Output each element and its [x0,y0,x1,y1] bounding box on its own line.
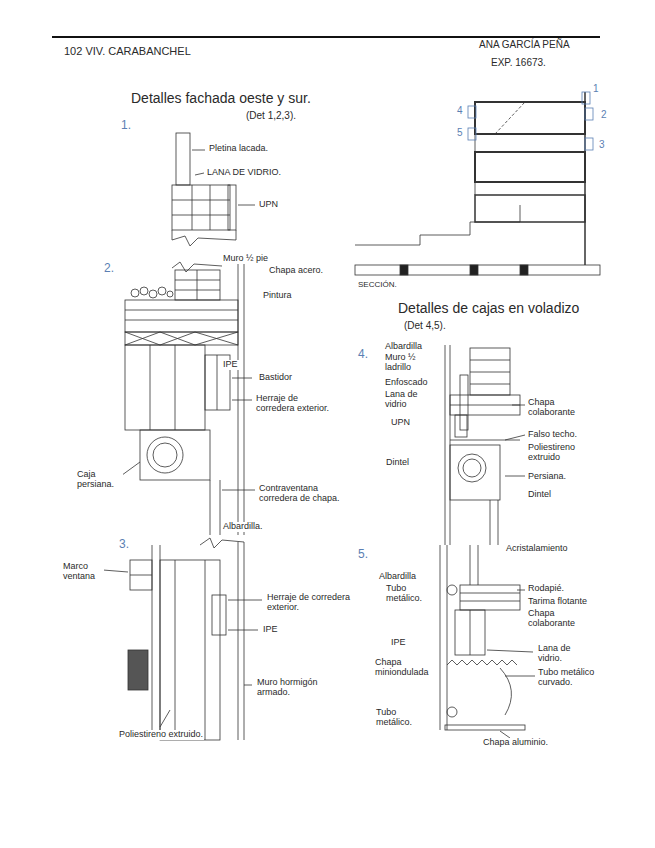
part-label: Chapa colaborante [527,398,589,417]
part-label: Muro ½ ladrillo [384,353,441,372]
part-label: Chapa aluminio. [482,738,549,748]
part-label: (Det 4,5). [403,321,447,332]
callout-number: 5. [357,548,369,561]
part-label: Falso techo. [527,430,578,440]
part-label: Pintura [262,291,293,301]
callout-number: 4 [456,106,464,117]
part-label: Contraventana corredera de chapa. [258,484,350,503]
part-label: LANA DE VIDRIO. [206,168,282,178]
part-label: Bastidor [258,373,293,383]
part-label: Caja persiana. [76,470,123,489]
part-label: Marco ventana [62,562,104,581]
part-label: (Det 1,2,3). [245,111,297,122]
callout-number: 3 [598,140,606,151]
part-label: ANA GARCÍA PEÑA [478,40,571,51]
part-label: Rodapié. [527,584,565,594]
part-label: Lana de vidrio [384,390,431,409]
part-label: Tarima flotante [527,597,588,607]
part-label: Muro hormigón armado. [256,678,348,697]
part-label: IPE [262,625,279,635]
part-label: UPN [258,200,279,210]
callout-number: 2. [103,262,115,275]
part-label: Tubo metálico. [385,584,427,603]
part-label: Muro ½ pie [222,254,269,264]
part-label: SECCIÓN. [357,281,398,290]
part-label: Detalles fachada oeste y sur. [130,91,312,106]
part-label: EXP. 16673. [490,58,547,69]
part-label: IPE [390,638,407,648]
part-label: Dintel [385,458,410,468]
callout-number: 1. [120,119,132,132]
part-label: 102 VIV. CARABANCHEL [63,46,192,58]
part-label: Albardilla [378,572,417,582]
part-label: Persiana. [527,472,567,482]
part-label: Chapa miniondulada [374,658,436,677]
part-label: Acristalamiento [505,544,569,554]
callout-number: 2 [600,110,608,121]
part-label: Detalles de cajas en voladizo [397,301,580,316]
part-label: Herraje de corredera exterior. [266,593,358,612]
part-label: Poliestireno extruido [527,443,591,462]
part-label: Poliestireno extruido. [118,730,204,740]
callout-number: 4. [357,348,369,361]
callout-number: 1 [592,84,600,95]
callout-number: 3. [118,538,130,551]
part-label: Lana de vidrio. [537,644,589,663]
part-label: Chapa colaborante [527,609,589,628]
part-label: IPE [222,360,239,370]
part-label: Tubo metálico. [375,708,422,727]
part-label: Dintel [527,490,552,500]
part-label: Albardilla [384,342,423,352]
part-label: Enfoscado [384,378,429,388]
part-label: Tubo metálico curvado. [537,668,601,687]
part-label: UPN [390,418,411,428]
part-label: Pletina lacada. [208,144,269,154]
part-label: Chapa acero. [268,266,324,276]
callout-number: 5 [456,128,464,139]
part-label: Albardilla. [222,522,264,532]
part-label: Herraje de corredera exterior. [255,394,332,413]
